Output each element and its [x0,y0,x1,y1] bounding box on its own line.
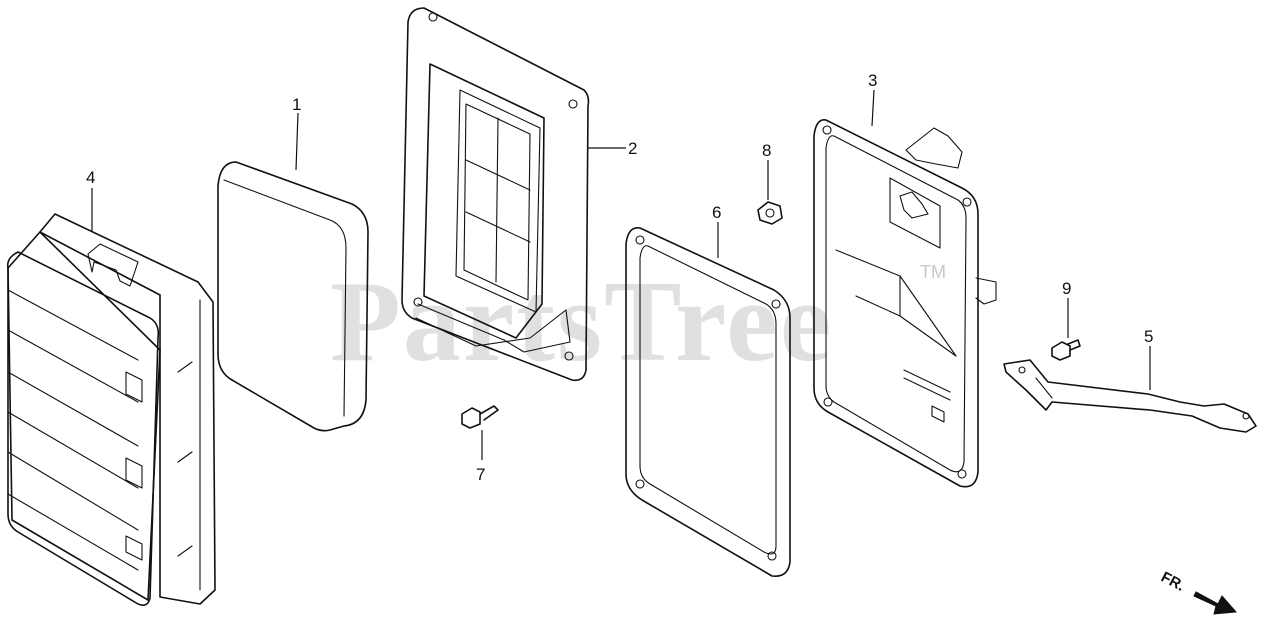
part-8-flange-nut[interactable] [757,201,783,225]
callout-4: 4 [86,168,95,187]
part-7-bolt[interactable] [461,405,499,429]
part-6-gasket[interactable] [625,227,791,578]
part-4-air-cleaner-cover[interactable] [6,213,216,606]
leader-lines [91,89,1151,460]
front-direction-marker: FR. [1158,569,1238,615]
callout-5: 5 [1144,327,1153,346]
callout-1: 1 [292,95,301,114]
part-1-air-filter-element[interactable] [217,161,369,432]
watermark-trademark: TM [920,262,946,282]
front-direction-label: FR. [1158,569,1187,595]
watermark: PartsTree TM [330,258,946,386]
part-5-stay[interactable] [1003,359,1257,433]
callout-9: 9 [1062,279,1071,298]
part-3-air-cleaner-elbow[interactable] [813,119,997,488]
front-direction-arrow-icon [1193,591,1238,615]
part-9-bolt[interactable] [1051,339,1081,361]
callout-2: 2 [628,139,637,158]
callout-6: 6 [712,203,721,222]
watermark-text: PartsTree [330,258,833,386]
part-2-air-cleaner-case[interactable] [401,7,590,382]
callout-7: 7 [476,465,485,484]
callout-8: 8 [762,141,771,160]
callout-3: 3 [868,71,877,90]
callout-labels: 1 2 3 4 5 6 7 8 9 [86,71,1153,484]
